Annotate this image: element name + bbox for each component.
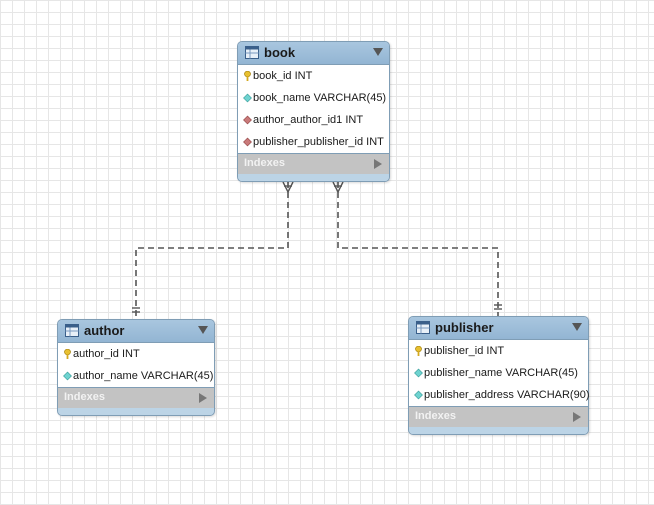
column-type: VARCHAR(90) xyxy=(516,389,590,401)
column-name: author_author_id1 xyxy=(253,114,343,126)
expand-triangle-icon[interactable] xyxy=(573,412,581,422)
indexes-section[interactable]: Indexes xyxy=(58,388,214,408)
indexes-section[interactable]: Indexes xyxy=(238,154,389,174)
column-name: publisher_publisher_id xyxy=(253,136,364,148)
column-type: INT xyxy=(366,136,384,148)
table-icon xyxy=(416,321,430,334)
primary-key-icon xyxy=(415,346,422,356)
collapse-triangle-icon[interactable] xyxy=(572,323,582,331)
column-type: VARCHAR(45) xyxy=(505,367,578,379)
crows-foot-many-icon xyxy=(282,181,294,193)
indexes-label: Indexes xyxy=(64,391,105,403)
column-name: author_name xyxy=(73,370,138,382)
primary-key-icon xyxy=(244,71,251,81)
column-type: INT xyxy=(121,348,140,360)
one-cardinality-icon xyxy=(494,304,502,310)
one-cardinality-icon xyxy=(132,307,140,313)
primary-key-icon xyxy=(64,349,71,359)
column-name: publisher_name xyxy=(424,367,503,379)
column-type: VARCHAR(45) xyxy=(140,370,214,382)
column-row[interactable]: book_name VARCHAR(45) xyxy=(238,87,389,109)
column-type: VARCHAR(45) xyxy=(313,92,387,104)
table-icon xyxy=(65,324,79,337)
indexes-label: Indexes xyxy=(244,157,285,169)
column-type: INT xyxy=(345,114,364,126)
entity-footer xyxy=(409,427,588,434)
column-row[interactable]: author_id INT xyxy=(58,343,214,365)
entity-title: book xyxy=(264,45,296,60)
relationship-publisher-book[interactable] xyxy=(332,181,502,316)
collapse-triangle-icon[interactable] xyxy=(373,48,383,56)
column-diamond-icon xyxy=(414,368,423,378)
column-row[interactable]: publisher_address VARCHAR(90) xyxy=(409,384,590,406)
column-type: INT xyxy=(294,70,313,82)
column-row[interactable]: publisher_name VARCHAR(45) xyxy=(409,362,588,384)
entity-footer xyxy=(58,408,214,415)
column-diamond-icon xyxy=(414,390,423,400)
columns-list: book_id INT book_name VARCHAR(45) author… xyxy=(238,64,389,154)
column-name: publisher_id xyxy=(424,345,484,357)
entity-header[interactable]: author xyxy=(58,320,214,342)
entity-book[interactable]: book book_id INT book_name VARCHAR(45) a… xyxy=(237,41,390,182)
entity-title: publisher xyxy=(435,320,494,335)
expand-triangle-icon[interactable] xyxy=(374,159,382,169)
entity-publisher[interactable]: publisher publisher_id INT publisher_nam… xyxy=(408,316,589,435)
expand-triangle-icon[interactable] xyxy=(199,393,207,403)
entity-title: author xyxy=(84,323,125,338)
column-diamond-icon xyxy=(63,371,72,381)
column-row[interactable]: author_author_id1 INT xyxy=(238,109,389,131)
entity-header[interactable]: book xyxy=(238,42,389,64)
column-name: publisher_address xyxy=(424,389,514,401)
foreign-key-icon xyxy=(243,115,252,125)
columns-list: author_id INT author_name VARCHAR(45) xyxy=(58,342,214,388)
column-row[interactable]: publisher_id INT xyxy=(409,340,588,362)
column-type: INT xyxy=(486,345,505,357)
indexes-label: Indexes xyxy=(415,410,456,422)
relationship-author-book[interactable] xyxy=(132,181,294,318)
column-row[interactable]: book_id INT xyxy=(238,65,389,87)
column-name: author_id xyxy=(73,348,119,360)
entity-footer xyxy=(238,174,389,181)
foreign-key-icon xyxy=(243,137,252,147)
indexes-section[interactable]: Indexes xyxy=(409,407,588,427)
table-icon xyxy=(245,46,259,59)
crows-foot-many-icon xyxy=(332,181,344,193)
columns-list: publisher_id INT publisher_name VARCHAR(… xyxy=(409,339,590,407)
entity-author[interactable]: author author_id INT author_name VARCHAR… xyxy=(57,319,215,416)
column-name: book_id xyxy=(253,70,292,82)
column-diamond-icon xyxy=(243,93,252,103)
column-row[interactable]: publisher_publisher_id INT xyxy=(238,131,389,153)
column-row[interactable]: author_name VARCHAR(45) xyxy=(58,365,214,387)
column-name: book_name xyxy=(253,92,311,104)
collapse-triangle-icon[interactable] xyxy=(198,326,208,334)
entity-header[interactable]: publisher xyxy=(409,317,588,339)
